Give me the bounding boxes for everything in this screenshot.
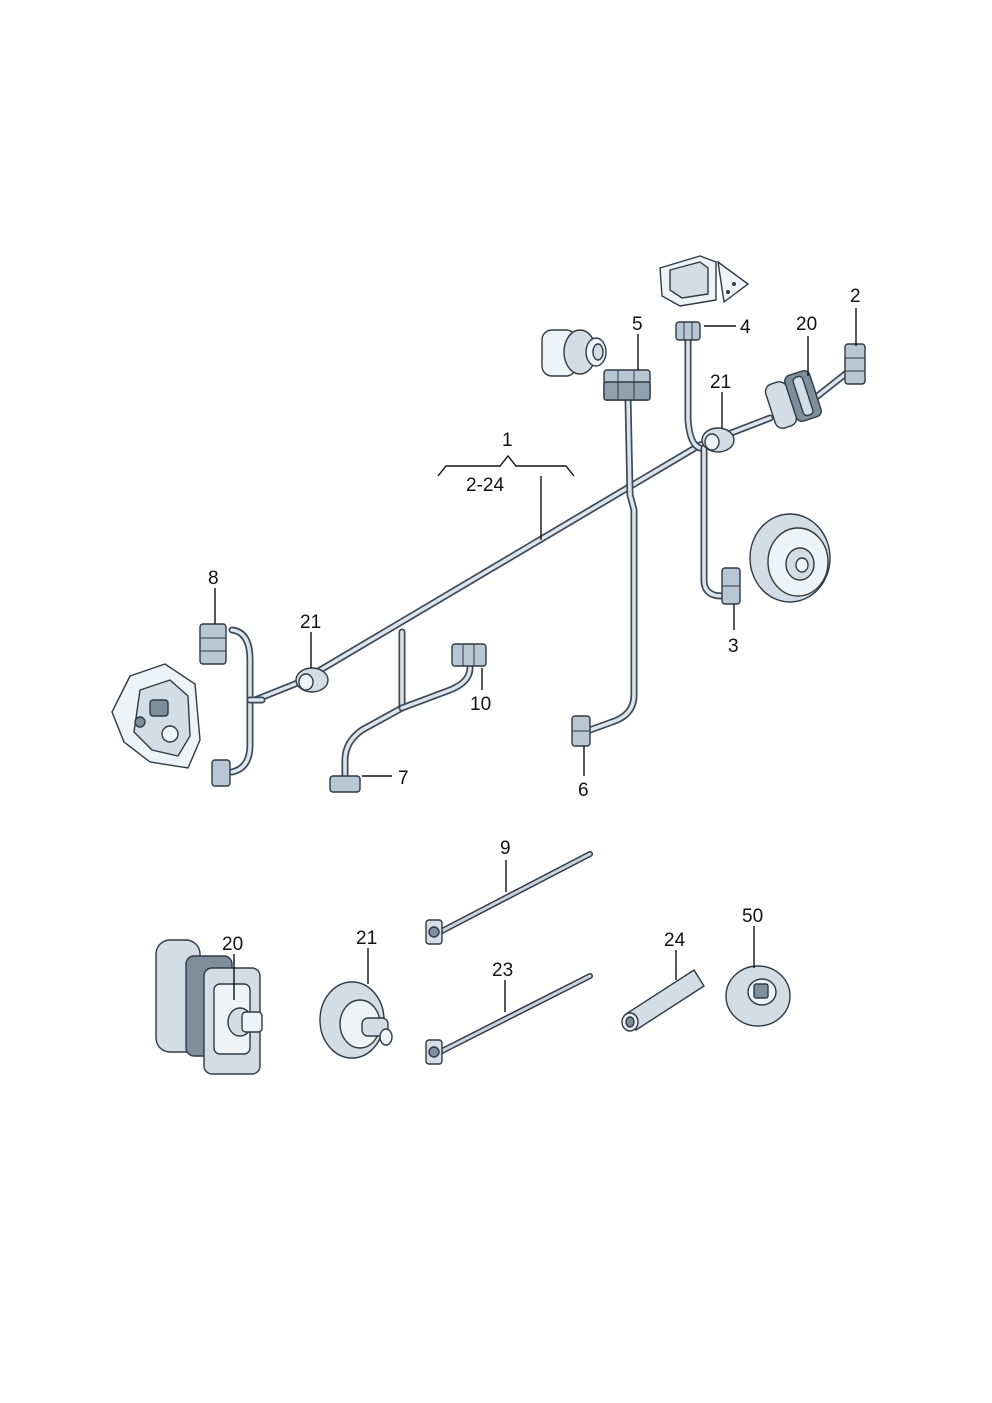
callout-2-24: 2-24 [466,475,504,496]
grommet-21-left [295,667,329,693]
callout-4: 4 [740,317,751,338]
callout-8: 8 [208,568,219,589]
connector-2 [844,343,866,385]
sleeve-24 [621,969,705,1032]
connector-5 [603,369,651,401]
washer-50 [725,965,791,1027]
cable-tie-9 [425,851,593,945]
callout-50: 50 [742,906,763,927]
leader-lines [214,308,857,1012]
callout-5: 5 [632,314,643,335]
callouts: 1 2-24 2 3 4 5 6 7 8 10 20 21 21 9 20 21… [208,286,861,981]
speaker-icon [749,513,831,603]
callout-10: 10 [470,694,491,715]
door-lock-icon [111,663,201,769]
grommet-21-bottom [319,981,393,1059]
grommet-20-bottom [155,939,263,1075]
callout-20-top: 20 [796,314,817,335]
callout-2: 2 [850,286,861,307]
connector-8-top [199,623,227,665]
callout-21-bottom: 21 [356,928,377,949]
mirror-icon [659,255,750,307]
connector-7 [329,775,361,793]
callout-1: 1 [502,430,513,451]
connector-8-bottom [211,759,231,787]
callout-7: 7 [398,768,409,789]
connector-10 [451,643,487,667]
callout-9: 9 [500,838,511,859]
callout-23: 23 [492,960,513,981]
callout-24: 24 [664,930,686,951]
grommet-20-top [764,370,822,429]
callout-21-top: 21 [710,372,731,393]
connector-4 [675,321,701,341]
cable-tie-23 [425,973,593,1065]
sensor-icon [541,329,607,377]
callout-6: 6 [578,780,589,801]
connector-6 [571,715,591,747]
wiring-harness [228,336,852,782]
callout-3: 3 [728,636,739,657]
callout-20-bottom: 20 [222,934,243,955]
connector-3 [721,567,741,605]
grommet-21-top [701,427,735,453]
callout-21-mid: 21 [300,612,321,633]
